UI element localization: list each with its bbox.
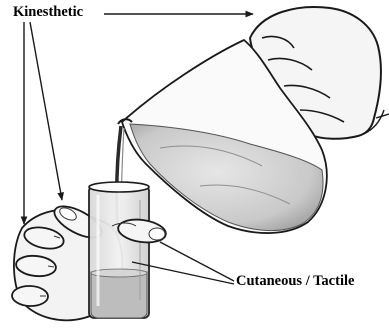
pointer-to-glass-fingers: [160, 242, 234, 281]
arrow-to-thumb: [30, 22, 62, 200]
cutaneous-tactile-label: Cutaneous / Tactile: [236, 273, 354, 290]
drinking-glass: [89, 182, 149, 318]
kinesthetic-label: Kinesthetic: [13, 4, 83, 21]
